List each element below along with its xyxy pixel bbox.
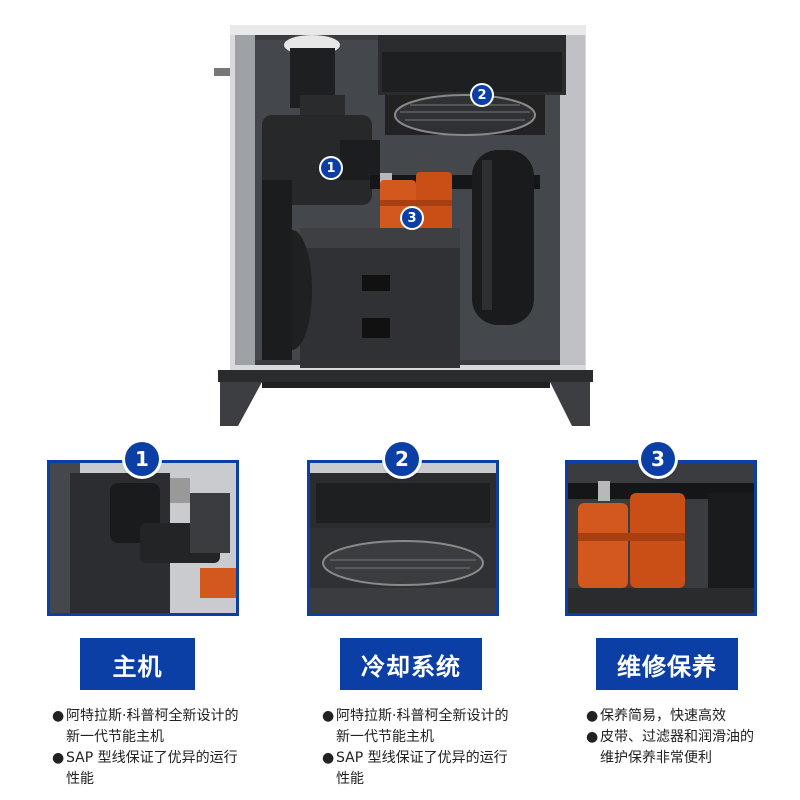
section-number: 3 bbox=[651, 447, 665, 471]
bullet-item: ●保养简易，快速高效 bbox=[586, 706, 762, 727]
detail-photo-maintenance bbox=[565, 460, 757, 616]
section-number: 2 bbox=[395, 447, 409, 471]
bullet-item: ●阿特拉斯·科普柯全新设计的新一代节能主机 bbox=[322, 706, 512, 748]
marker-label: 3 bbox=[407, 210, 417, 226]
feature-title: 主机 bbox=[80, 638, 195, 690]
feature-description: ●阿特拉斯·科普柯全新设计的新一代节能主机 ●SAP 型线保证了优异的运行性能 bbox=[322, 706, 512, 790]
marker-3: 3 bbox=[402, 208, 422, 228]
bullet-dot: ● bbox=[322, 708, 335, 724]
section-number: 1 bbox=[135, 447, 149, 471]
marker-label: 2 bbox=[477, 87, 487, 103]
bullet-item: ●皮带、过滤器和润滑油的维护保养非常便利 bbox=[586, 727, 762, 769]
cooling-closeup-image bbox=[310, 463, 496, 613]
bullet-text: 阿特拉斯·科普柯全新设计的新一代节能主机 bbox=[66, 708, 239, 745]
bullet-text: 阿特拉斯·科普柯全新设计的新一代节能主机 bbox=[336, 708, 509, 745]
bullet-text: SAP 型线保证了优异的运行性能 bbox=[66, 750, 238, 787]
marker-2: 2 bbox=[472, 85, 492, 105]
feature-title: 维修保养 bbox=[596, 638, 738, 690]
bullet-dot: ● bbox=[322, 750, 335, 766]
section-number-badge: 2 bbox=[385, 442, 419, 476]
bullet-text: 皮带、过滤器和润滑油的维护保养非常便利 bbox=[600, 729, 754, 766]
bullet-item: ●SAP 型线保证了优异的运行性能 bbox=[322, 748, 512, 790]
bullet-dot: ● bbox=[586, 729, 599, 745]
section-number-badge: 1 bbox=[125, 442, 159, 476]
detail-photo-cooling bbox=[307, 460, 499, 616]
bullet-dot: ● bbox=[52, 750, 65, 766]
marker-label: 1 bbox=[326, 160, 336, 176]
detail-photo-main-unit bbox=[47, 460, 239, 616]
bullet-text: SAP 型线保证了优异的运行性能 bbox=[336, 750, 508, 787]
bullet-item: ●SAP 型线保证了优异的运行性能 bbox=[52, 748, 242, 790]
main-unit-closeup-image bbox=[50, 463, 236, 613]
feature-title-text: 主机 bbox=[112, 652, 163, 681]
feature-title-text: 冷却系统 bbox=[361, 652, 461, 681]
bullet-dot: ● bbox=[52, 708, 65, 724]
bullet-text: 保养简易，快速高效 bbox=[600, 708, 726, 724]
marker-1: 1 bbox=[321, 158, 341, 178]
feature-title: 冷却系统 bbox=[340, 638, 482, 690]
compressor-cutaway-image bbox=[214, 25, 593, 426]
bullet-item: ●阿特拉斯·科普柯全新设计的新一代节能主机 bbox=[52, 706, 242, 748]
section-number-badge: 3 bbox=[641, 442, 675, 476]
maintenance-closeup-image bbox=[568, 463, 754, 613]
feature-description: ●阿特拉斯·科普柯全新设计的新一代节能主机 ●SAP 型线保证了优异的运行性能 bbox=[52, 706, 242, 790]
feature-title-text: 维修保养 bbox=[617, 652, 717, 681]
bullet-dot: ● bbox=[586, 708, 599, 724]
feature-description: ●保养简易，快速高效 ●皮带、过滤器和润滑油的维护保养非常便利 bbox=[586, 706, 762, 769]
